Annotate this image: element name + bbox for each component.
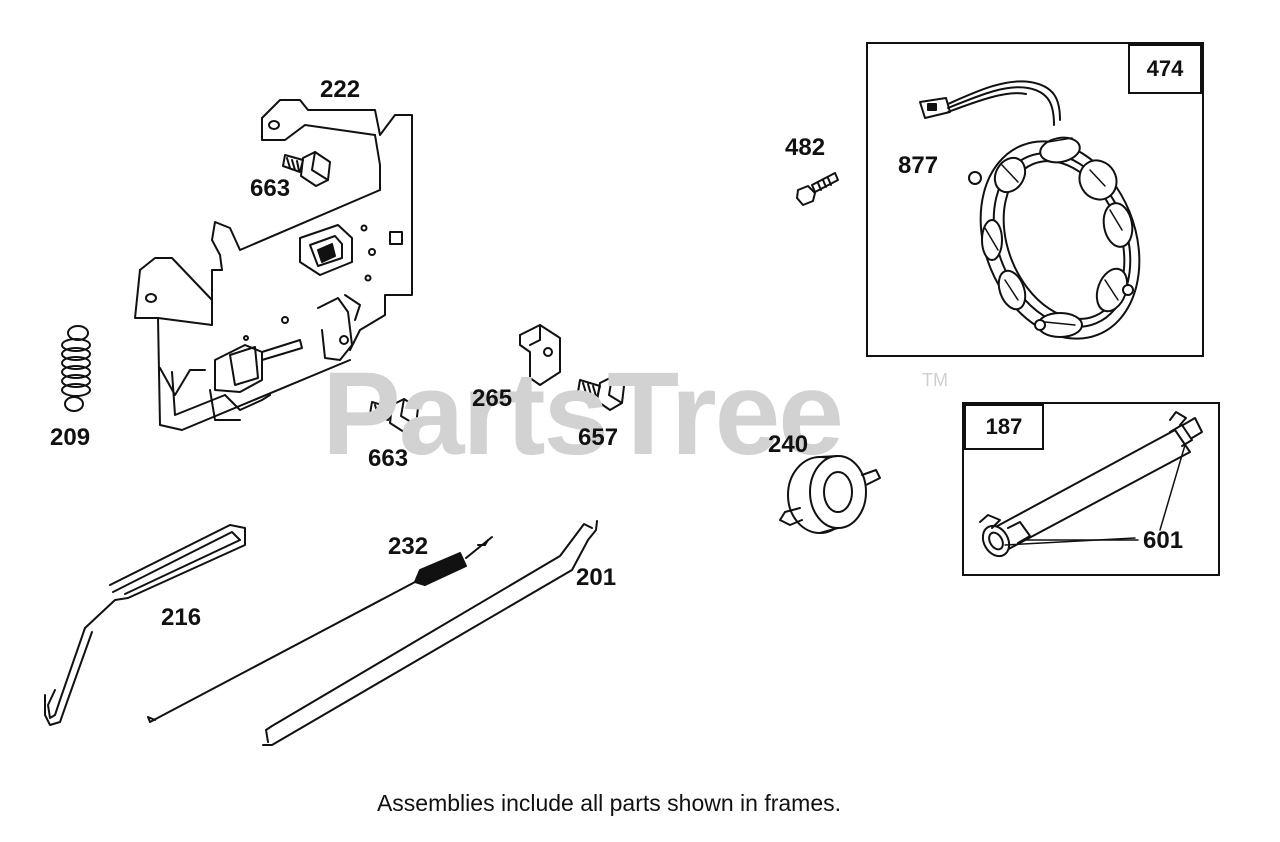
screw-663-bottom-drawing	[369, 398, 419, 433]
spring-209-drawing	[61, 325, 91, 412]
stator-474-drawing	[919, 80, 1141, 340]
throttle-link-201-drawing	[262, 520, 598, 746]
link-216-drawing	[44, 524, 246, 726]
stator-assembly-frame[interactable]	[866, 42, 1204, 357]
part-label-601[interactable]: 601	[1143, 527, 1184, 554]
part-label-232[interactable]: 232	[388, 533, 429, 560]
fuel-line-assembly-frame[interactable]	[962, 402, 1220, 576]
part-label-657[interactable]: 657	[578, 424, 619, 451]
screw-663-top-drawing	[282, 151, 331, 187]
part-label-663-top[interactable]: 663	[250, 175, 291, 202]
screw-657-drawing	[577, 376, 625, 411]
clip-265-drawing	[519, 324, 561, 386]
part-label-216[interactable]: 216	[161, 604, 202, 631]
watermark-logo: PartsTree	[322, 348, 844, 480]
part-label-209[interactable]: 209	[50, 424, 91, 451]
stator-assembly-number: 474	[1128, 44, 1202, 94]
fuel-filter-240-drawing	[779, 455, 881, 534]
part-label-265[interactable]: 265	[472, 385, 513, 412]
trademark-mark: TM	[922, 370, 948, 390]
screw-482-drawing	[796, 172, 839, 206]
part-label-240[interactable]: 240	[768, 431, 809, 458]
part-label-482[interactable]: 482	[785, 134, 826, 161]
part-label-877[interactable]: 877	[898, 152, 939, 179]
governor-spring-232-drawing	[147, 536, 493, 723]
control-bracket-drawing	[134, 99, 413, 431]
part-label-222[interactable]: 222	[320, 76, 361, 103]
assemblies-note: Assemblies include all parts shown in fr…	[376, 790, 842, 816]
part-label-201[interactable]: 201	[576, 564, 617, 591]
fuel-line-assembly-number: 187	[964, 404, 1044, 450]
part-label-663-bottom[interactable]: 663	[368, 445, 409, 472]
fuel-line-187-drawing	[979, 411, 1203, 558]
